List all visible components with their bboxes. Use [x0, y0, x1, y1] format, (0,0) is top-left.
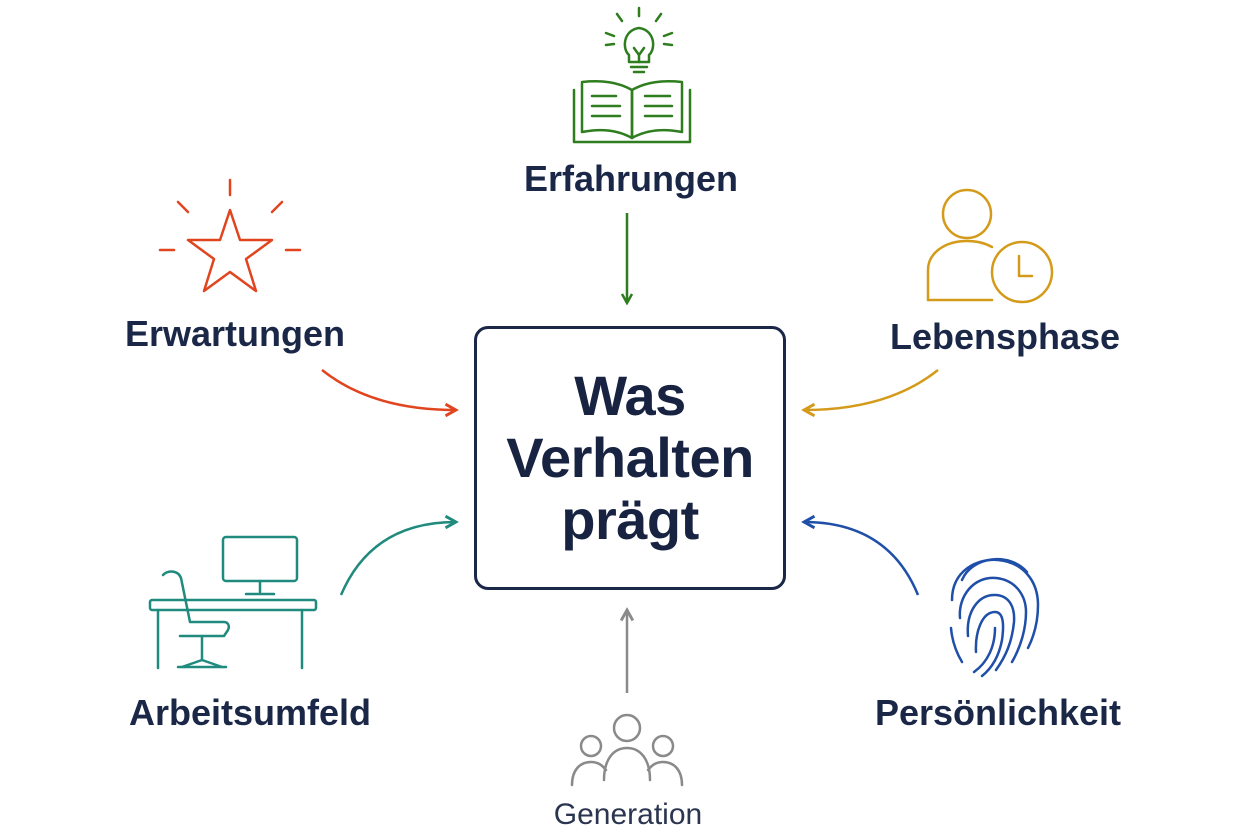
star-icon: [158, 178, 302, 293]
person-clock-icon: [926, 188, 1054, 304]
label-persoenlichkeit: Persönlichkeit: [874, 692, 1122, 733]
arrow-erwartungen: [321, 369, 456, 410]
people-group-icon: [570, 713, 684, 787]
fingerprint-icon: [949, 558, 1040, 678]
arrow-persoenlichkeit: [804, 522, 920, 596]
label-erfahrungen: Erfahrungen: [523, 158, 739, 199]
center-title-line-2: Verhalten: [506, 426, 754, 489]
center-title-line-1: Was: [574, 364, 686, 427]
center-title: Was Verhalten prägt: [506, 365, 754, 551]
label-erwartungen: Erwartungen: [124, 313, 346, 354]
label-arbeitsumfeld: Arbeitsumfeld: [128, 692, 372, 733]
label-lebensphase: Lebensphase: [889, 316, 1121, 357]
center-title-line-3: prägt: [561, 488, 699, 551]
arrow-arbeitsumfeld: [339, 522, 456, 596]
label-generation: Generation: [553, 798, 703, 831]
book-lightbulb-icon: [572, 6, 692, 144]
desk-computer-icon: [148, 535, 318, 670]
center-box: Was Verhalten prägt: [474, 326, 786, 590]
arrow-lebensphase: [804, 369, 939, 410]
